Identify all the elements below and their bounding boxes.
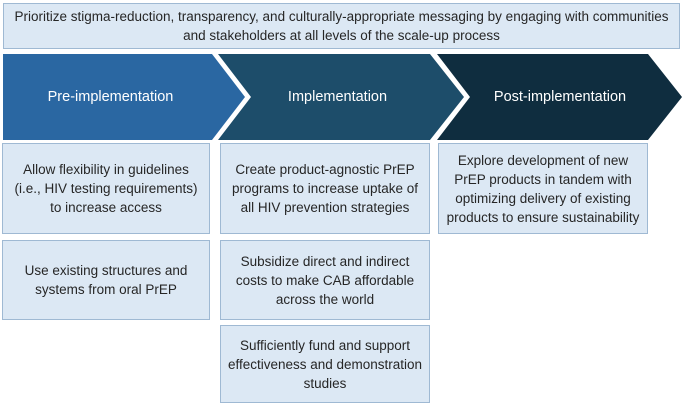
pre-box-existing-structures: Use existing structures and systems from… [2,240,210,320]
phase-chevrons [3,54,682,140]
chevron-implementation [218,54,464,140]
post-box-new-products: Explore development of new PrEP products… [438,143,648,234]
pre-box-flexibility: Allow flexibility in guidelines (i.e., H… [2,143,210,234]
chevron-post-implementation [437,54,682,140]
cross-cutting-banner: Prioritize stigma-reduction, transparenc… [3,3,680,49]
impl-box-subsidize: Subsidize direct and indirect costs to m… [220,240,430,320]
chevron-pre-implementation [3,54,245,140]
phase-label-post: Post-implementation [493,88,627,105]
impl-box-fund-studies: Sufficiently fund and support effectiven… [220,325,430,403]
impl-box-product-agnostic: Create product-agnostic PrEP programs to… [220,143,430,234]
phase-label-pre: Pre-implementation [47,88,174,105]
phase-label-implementation: Implementation [287,88,388,105]
